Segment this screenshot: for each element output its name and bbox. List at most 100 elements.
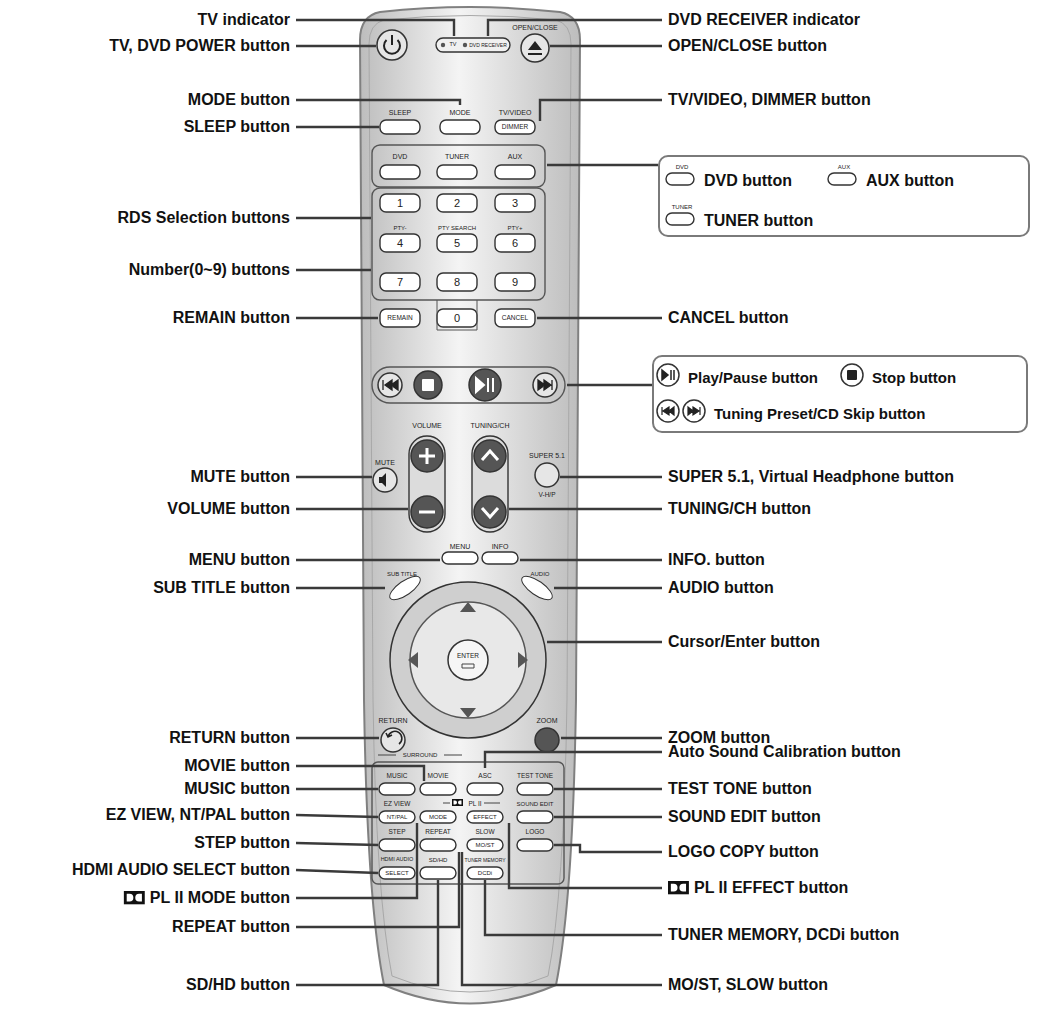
button-legend: 4 xyxy=(397,238,403,249)
callout-label: Auto Sound Calibration button xyxy=(668,744,901,760)
callout-label: AUDIO button xyxy=(668,580,774,596)
function-button xyxy=(517,839,553,851)
leader-line xyxy=(561,737,662,739)
function-button xyxy=(467,867,503,879)
function-button xyxy=(517,811,553,823)
button-legend: PTY SEARCH xyxy=(438,225,476,231)
button-legend: ASC xyxy=(478,773,491,780)
leader-line xyxy=(296,766,424,781)
button-legend: EFFECT xyxy=(473,814,496,820)
stop-symbol xyxy=(422,379,434,391)
leader-line xyxy=(554,845,662,852)
remote-body xyxy=(360,7,580,1004)
callout-label: CANCEL button xyxy=(668,310,789,326)
leader-line xyxy=(296,100,460,105)
callout-label: REMAIN button xyxy=(173,310,290,326)
function-button xyxy=(379,867,415,879)
group-line xyxy=(437,300,438,330)
callout-label: LOGO COPY button xyxy=(668,844,819,860)
button-legend: STEP xyxy=(389,829,406,836)
button-legend: 9 xyxy=(512,277,518,288)
leader-line xyxy=(296,476,372,478)
button-legend: TEST TONE xyxy=(517,773,553,780)
rocker-key xyxy=(474,496,506,528)
dolby-symbol xyxy=(124,891,145,904)
callout-label: HDMI AUDIO SELECT button xyxy=(72,862,290,878)
eject-symbol xyxy=(528,41,542,55)
button-legend: ZOOM xyxy=(537,717,558,724)
button-legend: AUDIO xyxy=(530,571,549,577)
button-legend: DIMMER xyxy=(502,124,528,131)
callout-label: TEST TONE button xyxy=(668,781,812,797)
leader-line xyxy=(567,384,652,386)
callout-label: EZ VIEW, NT/PAL button xyxy=(106,807,290,823)
leader-line xyxy=(296,788,378,790)
button-legend: DVD xyxy=(676,164,689,170)
function-panel xyxy=(372,762,564,884)
leader-line xyxy=(554,816,662,818)
leader-line xyxy=(520,559,662,561)
callout-label: SD/HD button xyxy=(186,977,290,993)
open-close-button xyxy=(521,34,549,62)
info-button xyxy=(482,552,518,564)
button-legend: TUNER xyxy=(672,204,693,210)
leader-line xyxy=(547,164,658,166)
leader-line xyxy=(537,317,662,319)
button-legend: 6 xyxy=(512,238,518,249)
button-legend: 3 xyxy=(512,198,518,209)
callout-label: RETURN button xyxy=(169,730,290,746)
leader-line xyxy=(296,508,408,510)
callout-label: MENU button xyxy=(189,552,290,568)
play-button xyxy=(469,369,501,401)
button-legend: 5 xyxy=(454,238,460,249)
callout-label: DVD button xyxy=(704,173,792,189)
button-legend: V-H/P xyxy=(539,492,556,499)
button-legend: AUX xyxy=(838,164,850,170)
audio-button xyxy=(518,572,556,604)
indicator-window xyxy=(436,38,510,52)
tv-led xyxy=(441,43,445,47)
return-symbol xyxy=(386,731,402,744)
rocker xyxy=(409,436,445,532)
source-group xyxy=(372,145,545,187)
callout-label: TUNER button xyxy=(704,213,813,229)
function-button xyxy=(379,811,415,823)
leader-line xyxy=(485,752,662,768)
function-button xyxy=(467,839,503,851)
play-icon xyxy=(657,364,679,386)
function-button xyxy=(467,783,503,795)
cursor-ring xyxy=(410,602,526,718)
button-legend: MODE xyxy=(450,109,471,116)
number-button xyxy=(437,309,477,327)
source-button xyxy=(495,165,535,179)
button-legend: SUPER 5.1 xyxy=(529,452,565,459)
button-legend: REMAIN xyxy=(387,315,412,322)
callout-label: SUB TITLE button xyxy=(153,580,290,596)
leader-line xyxy=(296,737,379,739)
button-legend: CANCEL xyxy=(502,315,528,322)
skip-symbol xyxy=(688,407,700,415)
button-legend: 7 xyxy=(397,277,403,288)
button-legend: DCDi xyxy=(478,870,492,876)
play-symbol xyxy=(662,370,674,380)
callout-label: OPEN/CLOSE button xyxy=(668,38,827,54)
function-button xyxy=(379,783,415,795)
button-legend: MENU xyxy=(450,543,471,550)
speaker-symbol xyxy=(379,473,386,487)
function-button xyxy=(517,783,553,795)
transport-group xyxy=(372,367,565,403)
leader-line xyxy=(296,823,417,898)
leader-line xyxy=(560,476,662,478)
button-legend: PTY+ xyxy=(507,225,522,231)
button-legend: AUX xyxy=(508,153,522,160)
button-legend: MO/ST xyxy=(476,842,495,848)
leader-line xyxy=(296,45,376,47)
callout-label: TV, DVD POWER button xyxy=(109,38,290,54)
remote-face xyxy=(369,16,571,993)
play-symbol xyxy=(476,378,493,392)
callout-label: PL II MODE button xyxy=(150,890,290,906)
button-legend: SOUND EDIT xyxy=(516,801,553,807)
skip-symbol xyxy=(383,380,398,390)
button-legend: OPEN/CLOSE xyxy=(512,24,558,31)
